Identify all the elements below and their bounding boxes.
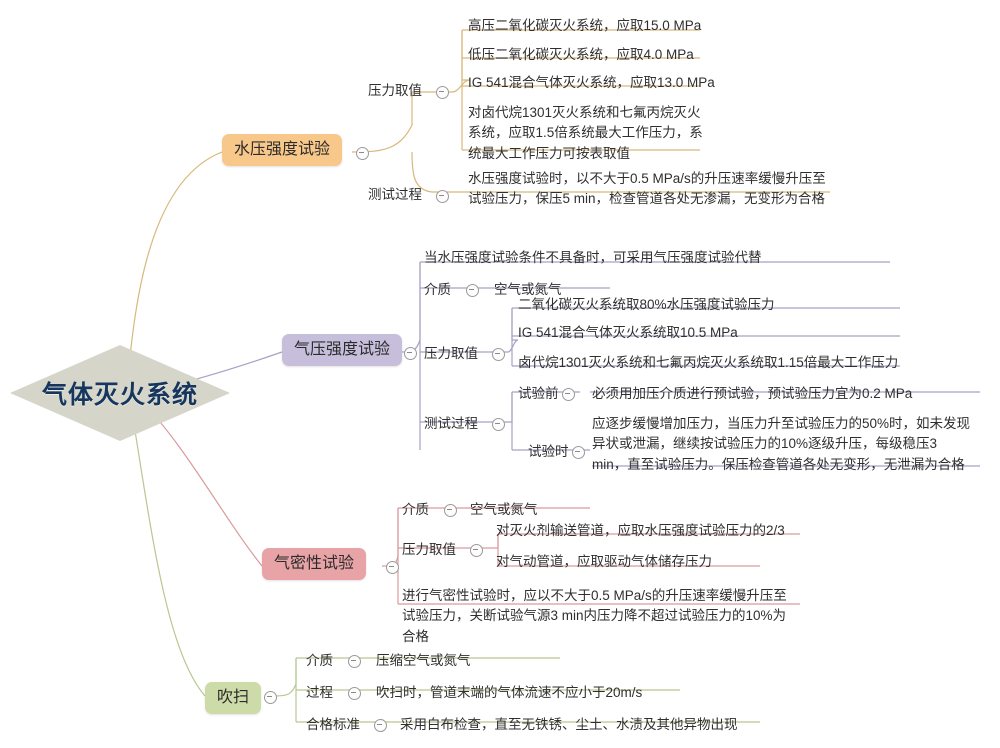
collapse-toggle-branch-2[interactable]	[404, 347, 417, 360]
sublabel-during-test[interactable]: 试验时	[528, 444, 569, 459]
leaf-text[interactable]: 对灭火剂输送管道，应取水压强度试验压力的2/3	[496, 523, 785, 538]
branch-label: 吹扫	[217, 689, 250, 706]
root-node[interactable]: 气体灭火系统	[10, 345, 230, 441]
branch-node-water-pressure-strength-test[interactable]: 水压强度试验	[222, 134, 343, 166]
leaf-text[interactable]: 空气或氮气	[494, 282, 562, 297]
branch-label: 水压强度试验	[234, 141, 331, 158]
branch-label: 气压强度试验	[294, 341, 391, 358]
collapse-toggle-branch-4[interactable]	[264, 691, 277, 704]
leaf-text[interactable]: 卤代烷1301灭火系统和七氟丙烷灭火系统取1.15倍最大工作压力	[518, 355, 899, 370]
leaf-text[interactable]: IG 541混合气体灭火系统取10.5 MPa	[518, 325, 738, 340]
collapse-toggle-pressure-values-1[interactable]	[436, 86, 449, 99]
collapse-toggle-pressure-values-2[interactable]	[492, 348, 505, 361]
collapse-toggle-test-process-1[interactable]	[436, 190, 449, 203]
branch-node-purging[interactable]: 吹扫	[205, 682, 262, 714]
collapse-toggle-process-4[interactable]	[348, 687, 361, 700]
leaf-text[interactable]: 吹扫时，管道末端的气体流速不应小于20m/s	[376, 685, 643, 700]
collapse-toggle-before-test[interactable]	[562, 388, 575, 401]
leaf-text[interactable]: 二氧化碳灭火系统取80%水压强度试验压力	[518, 297, 775, 312]
collapse-toggle-acceptance-criteria-4[interactable]	[374, 719, 387, 732]
leaf-text[interactable]: 空气或氮气	[470, 502, 538, 517]
branch-node-pneumatic-pressure-strength-test[interactable]: 气压强度试验	[282, 334, 403, 366]
leaf-text[interactable]: 采用白布检查，直至无铁锈、尘土、水渍及其他异物出现	[400, 717, 738, 732]
collapse-toggle-medium-2[interactable]	[466, 284, 479, 297]
sublabel-acceptance-criteria-4[interactable]: 合格标准	[306, 717, 360, 732]
root-node-label: 气体灭火系统	[41, 381, 198, 409]
collapse-toggle-test-process-2[interactable]	[492, 418, 505, 431]
sublabel-pressure-values-2[interactable]: 压力取值	[424, 346, 478, 361]
leaf-text[interactable]: 应逐步缓慢增加压力，当压力升至试验压力的50%时，如未发现异状或泄漏，继续按试验…	[592, 416, 971, 472]
leaf-text-applicability-note[interactable]: 当水压强度试验条件不具备时，可采用气压强度试验代替	[424, 250, 762, 265]
leaf-text[interactable]: 对卤代烷1301灭火系统和七氟丙烷灭火系统，应取1.5倍系统最大工作压力，系统最…	[468, 105, 703, 161]
collapse-toggle-pressure-values-3[interactable]	[470, 544, 483, 557]
collapse-toggle-medium-4[interactable]	[348, 655, 361, 668]
sublabel-test-process-1[interactable]: 测试过程	[368, 187, 422, 202]
leaf-text[interactable]: 对气动管道，应取驱动气体储存压力	[496, 554, 712, 569]
leaf-text[interactable]: 水压强度试验时，以不大于0.5 MPa/s的升压速率缓慢升压至试验压力，保压5 …	[468, 171, 826, 207]
sublabel-before-test[interactable]: 试验前	[518, 386, 559, 401]
collapse-toggle-during-test[interactable]	[572, 446, 585, 459]
sublabel-process-4[interactable]: 过程	[306, 685, 333, 700]
sublabel-medium-2[interactable]: 介质	[424, 282, 451, 297]
sublabel-pressure-values-1[interactable]: 压力取值	[368, 83, 422, 98]
collapse-toggle-branch-1[interactable]	[356, 147, 369, 160]
leaf-text[interactable]: 必须用加压介质进行预试验，预试验压力宜为0.2 MPa	[592, 386, 913, 401]
sublabel-test-process-2[interactable]: 测试过程	[424, 416, 478, 431]
branch-node-air-tightness-test[interactable]: 气密性试验	[262, 548, 367, 580]
leaf-text[interactable]: 低压二氧化碳灭火系统，应取4.0 MPa	[468, 47, 694, 62]
branch-label: 气密性试验	[274, 555, 355, 572]
sublabel-pressure-values-3[interactable]: 压力取值	[402, 542, 456, 557]
sublabel-medium-4[interactable]: 介质	[306, 653, 333, 668]
leaf-text-air-tightness-procedure[interactable]: 进行气密性试验时，应以不大于0.5 MPa/s的升压速率缓慢升压至试验压力，关断…	[402, 588, 787, 644]
leaf-text[interactable]: 高压二氧化碳灭火系统，应取15.0 MPa	[468, 18, 702, 33]
collapse-toggle-branch-3[interactable]	[386, 561, 399, 574]
leaf-text[interactable]: IG 541混合气体灭火系统，应取13.0 MPa	[468, 75, 715, 90]
collapse-toggle-medium-3[interactable]	[444, 504, 457, 517]
sublabel-medium-3[interactable]: 介质	[402, 502, 429, 517]
leaf-text[interactable]: 压缩空气或氮气	[376, 653, 471, 668]
